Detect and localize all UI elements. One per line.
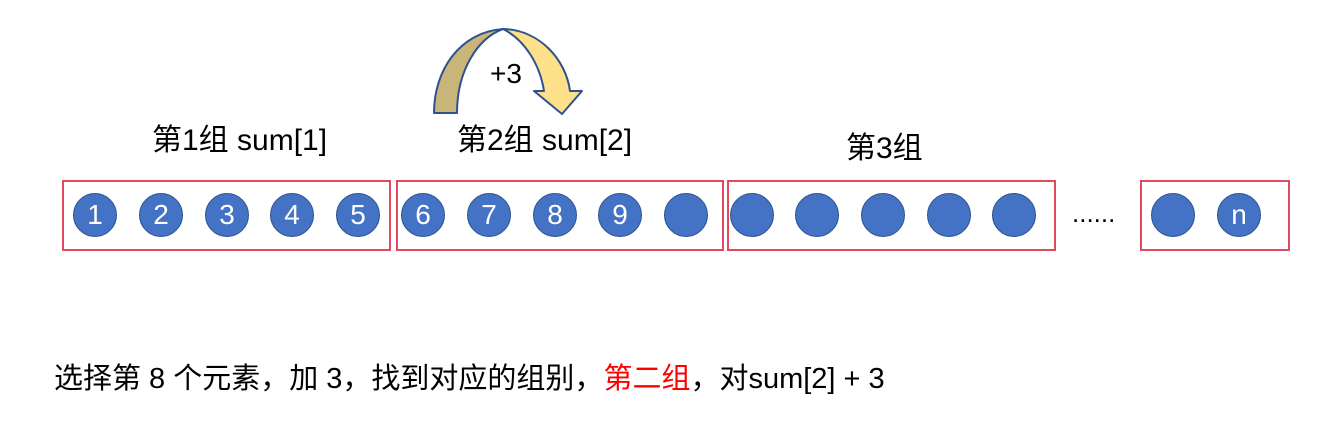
- group-3-label: 第3组: [846, 132, 923, 165]
- element-ball: 3: [205, 193, 249, 237]
- element-ball: 4: [270, 193, 314, 237]
- group-2-label: 第2组 sum[2]: [457, 124, 633, 157]
- element-ball: 8: [533, 193, 577, 237]
- element-ball: [927, 193, 971, 237]
- ellipsis-separator: ......: [1072, 198, 1116, 228]
- group-3-box: [727, 180, 1056, 251]
- caption-highlight: 第二组: [603, 363, 691, 395]
- caption-suffix: ，对sum[2] + 3: [690, 363, 885, 395]
- element-ball: [730, 193, 774, 237]
- element-ball: [992, 193, 1036, 237]
- group-2-box: [396, 180, 724, 251]
- element-ball: 1: [73, 193, 117, 237]
- increment-label: +3: [490, 58, 522, 89]
- element-ball-n: n: [1217, 193, 1261, 237]
- element-ball: [1151, 193, 1195, 237]
- element-ball: 2: [139, 193, 183, 237]
- element-ball: 7: [467, 193, 511, 237]
- group-1-label: 第1组 sum[1]: [152, 124, 328, 157]
- group-last-box: [1140, 180, 1290, 251]
- element-ball: 5: [336, 193, 380, 237]
- element-ball: 6: [401, 193, 445, 237]
- element-ball: [664, 193, 708, 237]
- element-ball: [795, 193, 839, 237]
- group-1-box: [62, 180, 391, 251]
- caption-prefix: 选择第 8 个元素，加 3，找到对应的组别，: [54, 363, 604, 395]
- caption-text: 选择第 8 个元素，加 3，找到对应的组别，第二组，对sum[2] + 3: [54, 355, 885, 397]
- element-ball: [861, 193, 905, 237]
- element-ball: 9: [598, 193, 642, 237]
